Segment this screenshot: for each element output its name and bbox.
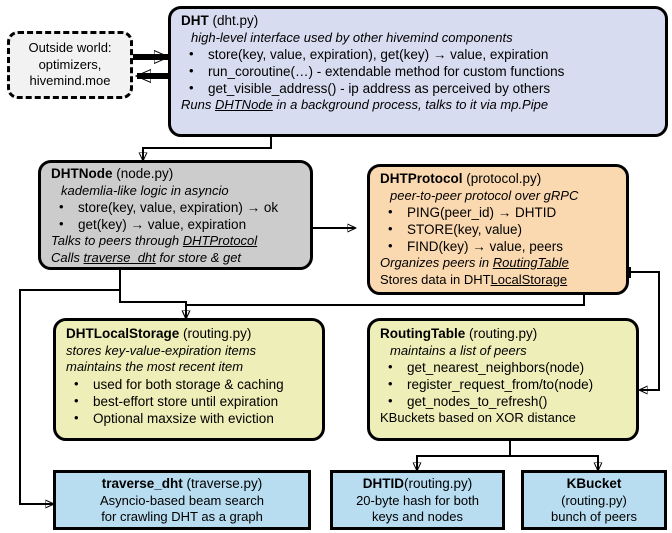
dhtprotocol-file: (protocol.py) bbox=[466, 171, 542, 186]
edge-dhtnode-to-traverse bbox=[19, 270, 121, 504]
dhtprotocol-bullet-2: FIND(key) → value, peers bbox=[380, 237, 626, 255]
dhtprotocol-subtitle: peer-to-peer protocol over gRPC bbox=[390, 187, 579, 203]
dhtprotocol-link-localstorage[interactable]: LocalStorage bbox=[490, 271, 568, 287]
traverse-name: traverse_dht bbox=[101, 476, 183, 491]
routingtable-name: RoutingTable bbox=[380, 326, 466, 341]
dhtprotocol-bullet-1: STORE(key, value) bbox=[380, 220, 626, 238]
dhtnode-link-traverse-dht[interactable]: traverse_dht bbox=[83, 249, 156, 265]
localstorage-title: DHTLocalStorage (routing.py) bbox=[66, 326, 322, 343]
kbucket-file: (routing.py) bbox=[561, 492, 627, 508]
node-traverse-dht[interactable]: traverse_dht (traverse.py) Asyncio-based… bbox=[53, 470, 311, 530]
kbucket-title: KBucket bbox=[524, 476, 664, 493]
dhtnode-footer2-pre: Calls bbox=[51, 249, 84, 265]
node-outside-world[interactable]: Outside world: optimizers, hivemind.moe bbox=[7, 31, 133, 99]
node-dht[interactable]: DHT (dht.py) high-level interface used b… bbox=[168, 6, 668, 137]
dhtnode-subtitle: kademlia-like logic in asyncio bbox=[61, 182, 229, 198]
dhtprotocol-footer2-pre: Stores data in DHT bbox=[380, 271, 491, 287]
routingtable-footer: KBuckets based on XOR distance bbox=[380, 410, 576, 425]
routingtable-title: RoutingTable (routing.py) bbox=[380, 326, 636, 343]
edge-routingtable-to-kbucket bbox=[510, 455, 598, 470]
dht-bullet-0: store(key, value, expiration), get(key) … bbox=[181, 45, 665, 63]
dht-footer: Runs DHTNode in a background process, ta… bbox=[181, 97, 665, 114]
traverse-line-2: for crawling DHT as a graph bbox=[101, 509, 263, 524]
dhtprotocol-bullet-0: PING(peer_id) → DHTID bbox=[380, 203, 626, 221]
traverse-line-1: Asyncio-based beam search bbox=[99, 492, 265, 508]
localstorage-name: DHTLocalStorage bbox=[66, 326, 180, 341]
localstorage-file: (routing.py) bbox=[183, 326, 252, 341]
traverse-file: (traverse.py) bbox=[186, 476, 263, 491]
dhtid-name: DHTID bbox=[362, 476, 404, 491]
localstorage-bullets: used for both storage & caching best-eff… bbox=[66, 375, 322, 427]
dhtprotocol-footer-2: Stores data in DHTLocalStorage bbox=[380, 272, 626, 289]
dhtprotocol-bullets: PING(peer_id) → DHTID STORE(key, value) … bbox=[380, 203, 626, 255]
routingtable-bullet-2: get_nodes_to_refresh() bbox=[380, 392, 636, 410]
localstorage-bullet-2: Optional maxsize with eviction bbox=[66, 409, 322, 427]
edge-routingtable-branch bbox=[417, 441, 511, 470]
dht-title: DHT (dht.py) bbox=[181, 13, 665, 30]
dhtnode-bullet-0: store(key, value, expiration) → ok bbox=[51, 198, 310, 216]
outside-line-1: Outside world: bbox=[28, 40, 112, 55]
dhtid-line-1: 20-byte hash for both bbox=[356, 492, 479, 508]
dht-footer-post: in a background process, talks to it via… bbox=[272, 97, 549, 112]
dhtnode-bullets: store(key, value, expiration) → ok get(k… bbox=[51, 198, 310, 233]
dht-name: DHT bbox=[181, 13, 209, 28]
edge-dhtprotocol-to-localstorage bbox=[186, 295, 585, 318]
dhtprotocol-link-routingtable[interactable]: RoutingTable bbox=[492, 255, 569, 270]
dhtnode-file: (node.py) bbox=[116, 166, 174, 181]
node-routingtable[interactable]: RoutingTable (routing.py) maintains a li… bbox=[367, 318, 639, 441]
localstorage-subtitle-1: stores key-value-expiration items bbox=[66, 342, 257, 358]
dhtprotocol-title: DHTProtocol (protocol.py) bbox=[380, 171, 626, 188]
outside-line-3: hivemind.moe bbox=[29, 73, 111, 88]
dht-subtitle: high-level interface used by other hivem… bbox=[191, 29, 513, 45]
edge-dht-to-dhtnode bbox=[143, 136, 272, 160]
dhtnode-bullet-1: get(key) → value, expiration bbox=[51, 215, 310, 233]
dht-footer-link-dhtnode[interactable]: DHTNode bbox=[214, 97, 273, 112]
kbucket-name: KBucket bbox=[566, 476, 622, 491]
dht-file: (dht.py) bbox=[212, 13, 259, 28]
dhtnode-footer2-post: for store & get bbox=[155, 249, 242, 265]
dhtid-line-2: keys and nodes bbox=[371, 509, 464, 524]
dhtprotocol-footer-1: Organizes peers in RoutingTable bbox=[380, 255, 626, 272]
traverse-title: traverse_dht (traverse.py) bbox=[56, 476, 308, 493]
dht-bullets: store(key, value, expiration), get(key) … bbox=[181, 45, 665, 97]
dhtnode-title: DHTNode (node.py) bbox=[51, 166, 310, 183]
dhtprotocol-footer1-pre: Organizes peers in bbox=[380, 255, 493, 270]
edge-dhtprotocol-to-routingtable bbox=[630, 271, 660, 390]
dhtnode-footer1-pre: Talks to peers through bbox=[51, 233, 183, 248]
routingtable-subtitle: maintains a list of peers bbox=[390, 342, 527, 358]
dhtid-file: (routing.py) bbox=[403, 476, 473, 491]
dht-footer-pre: Runs bbox=[181, 97, 215, 112]
node-kbucket[interactable]: KBucket (routing.py) bunch of peers bbox=[521, 470, 667, 530]
edge-dhtnode-to-localstorage bbox=[119, 270, 186, 318]
routingtable-file: (routing.py) bbox=[469, 326, 538, 341]
node-dhtlocalstorage[interactable]: DHTLocalStorage (routing.py) stores key-… bbox=[53, 318, 325, 441]
node-dhtnode[interactable]: DHTNode (node.py) kademlia-like logic in… bbox=[38, 160, 313, 270]
localstorage-bullet-0: used for both storage & caching bbox=[66, 375, 322, 393]
routingtable-bullet-0: get_nearest_neighbors(node) bbox=[380, 358, 636, 376]
dht-bullet-2: get_visible_address() - ip address as pe… bbox=[181, 79, 665, 97]
kbucket-line-1: bunch of peers bbox=[550, 509, 637, 524]
localstorage-subtitle-2: maintains the most recent item bbox=[66, 359, 244, 374]
dhtid-title: DHTID(routing.py) bbox=[333, 476, 502, 493]
dhtnode-footer-1: Talks to peers through DHTProtocol bbox=[51, 233, 310, 250]
outside-line-2: optimizers, bbox=[38, 56, 102, 72]
dht-bullet-1: run_coroutine(…) - extendable method for… bbox=[181, 62, 665, 80]
dhtprotocol-name: DHTProtocol bbox=[380, 171, 463, 186]
dhtnode-name: DHTNode bbox=[51, 166, 113, 181]
dhtnode-footer-2: Calls traverse_dht for store & get bbox=[51, 250, 310, 267]
routingtable-bullets: get_nearest_neighbors(node) register_req… bbox=[380, 358, 636, 410]
node-dhtid[interactable]: DHTID(routing.py) 20-byte hash for both … bbox=[330, 470, 505, 530]
node-dhtprotocol[interactable]: DHTProtocol (protocol.py) peer-to-peer p… bbox=[367, 164, 629, 295]
routingtable-bullet-1: register_request_from/to(node) bbox=[380, 375, 636, 393]
localstorage-bullet-1: best-effort store until expiration bbox=[66, 392, 322, 410]
dhtnode-link-dhtprotocol[interactable]: DHTProtocol bbox=[182, 233, 258, 248]
